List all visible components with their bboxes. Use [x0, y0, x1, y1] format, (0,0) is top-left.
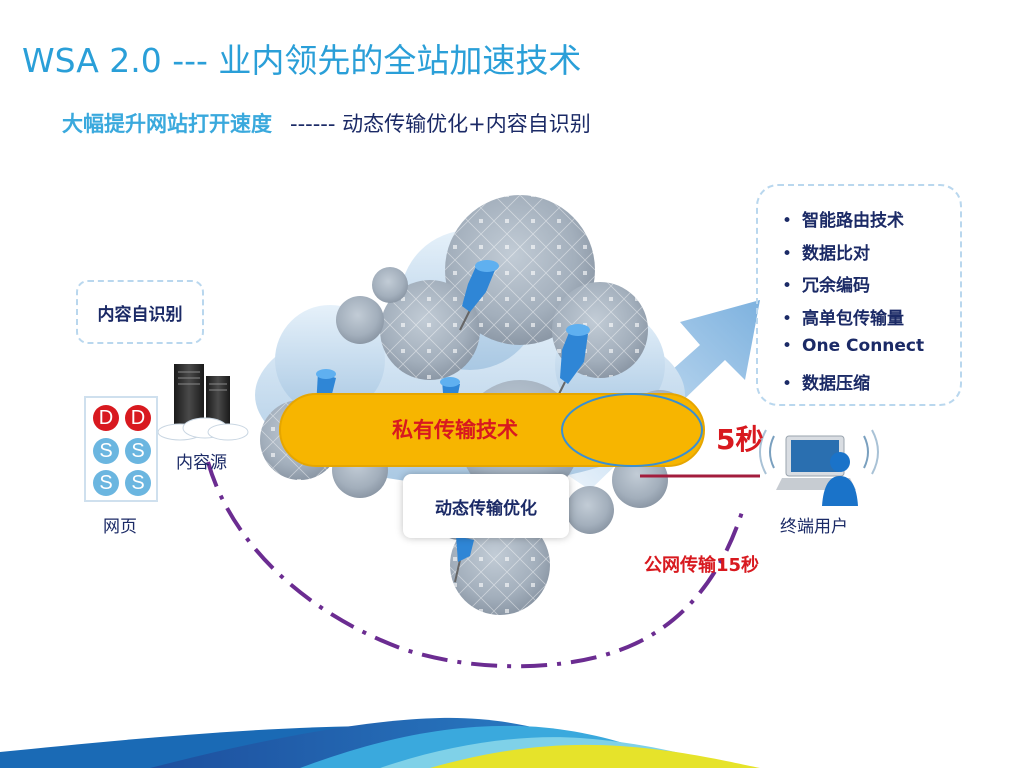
feature-item: 数据压缩	[782, 369, 960, 402]
subtitle-highlight: 大幅提升网站打开速度	[62, 112, 272, 136]
server-icon	[157, 364, 249, 441]
static-content-icon: S	[125, 470, 151, 496]
end-user-label: 终端用户	[780, 517, 848, 537]
webpage-label: 网页	[103, 517, 137, 537]
end-user-icon	[759, 429, 879, 506]
feature-item: One Connect	[782, 336, 960, 369]
content-recognition-tag: 内容自识别	[76, 280, 204, 344]
webpage-icon: D D S S S S	[84, 396, 158, 502]
pushpin-icon	[555, 324, 590, 401]
bottom-wave-decoration	[0, 717, 760, 768]
origin-label: 内容源	[176, 453, 227, 473]
feature-list-box: 智能路由技术 数据比对 冗余编码 高单包传输量 One Connect 数据压缩	[756, 184, 962, 406]
page-title: WSA 2.0 --- 业内领先的全站加速技术	[22, 41, 582, 80]
fast-time-label: 5秒	[716, 423, 764, 456]
subtitle: 大幅提升网站打开速度 ------ 动态传输优化+内容自识别	[62, 108, 591, 138]
feature-item: 数据比对	[782, 239, 960, 272]
subtitle-rest: ------ 动态传输优化+内容自识别	[290, 112, 591, 136]
pushpin-icon	[454, 536, 474, 583]
private-transport-pipe	[279, 393, 705, 467]
static-content-icon: S	[93, 470, 119, 496]
feature-item: 冗余编码	[782, 271, 960, 304]
dynamic-optimization-box: 动态传输优化	[403, 474, 569, 538]
public-transport-path	[206, 461, 744, 669]
pushpin-icon	[459, 260, 499, 331]
dynamic-content-icon: D	[125, 405, 151, 431]
private-transport-label: 私有传输技术	[392, 418, 518, 442]
feature-item: 智能路由技术	[782, 206, 960, 239]
feature-item: 高单包传输量	[782, 304, 960, 337]
public-transport-label: 公网传输15秒	[644, 555, 760, 576]
static-content-icon: S	[93, 438, 119, 464]
static-content-icon: S	[125, 438, 151, 464]
dynamic-content-icon: D	[93, 405, 119, 431]
